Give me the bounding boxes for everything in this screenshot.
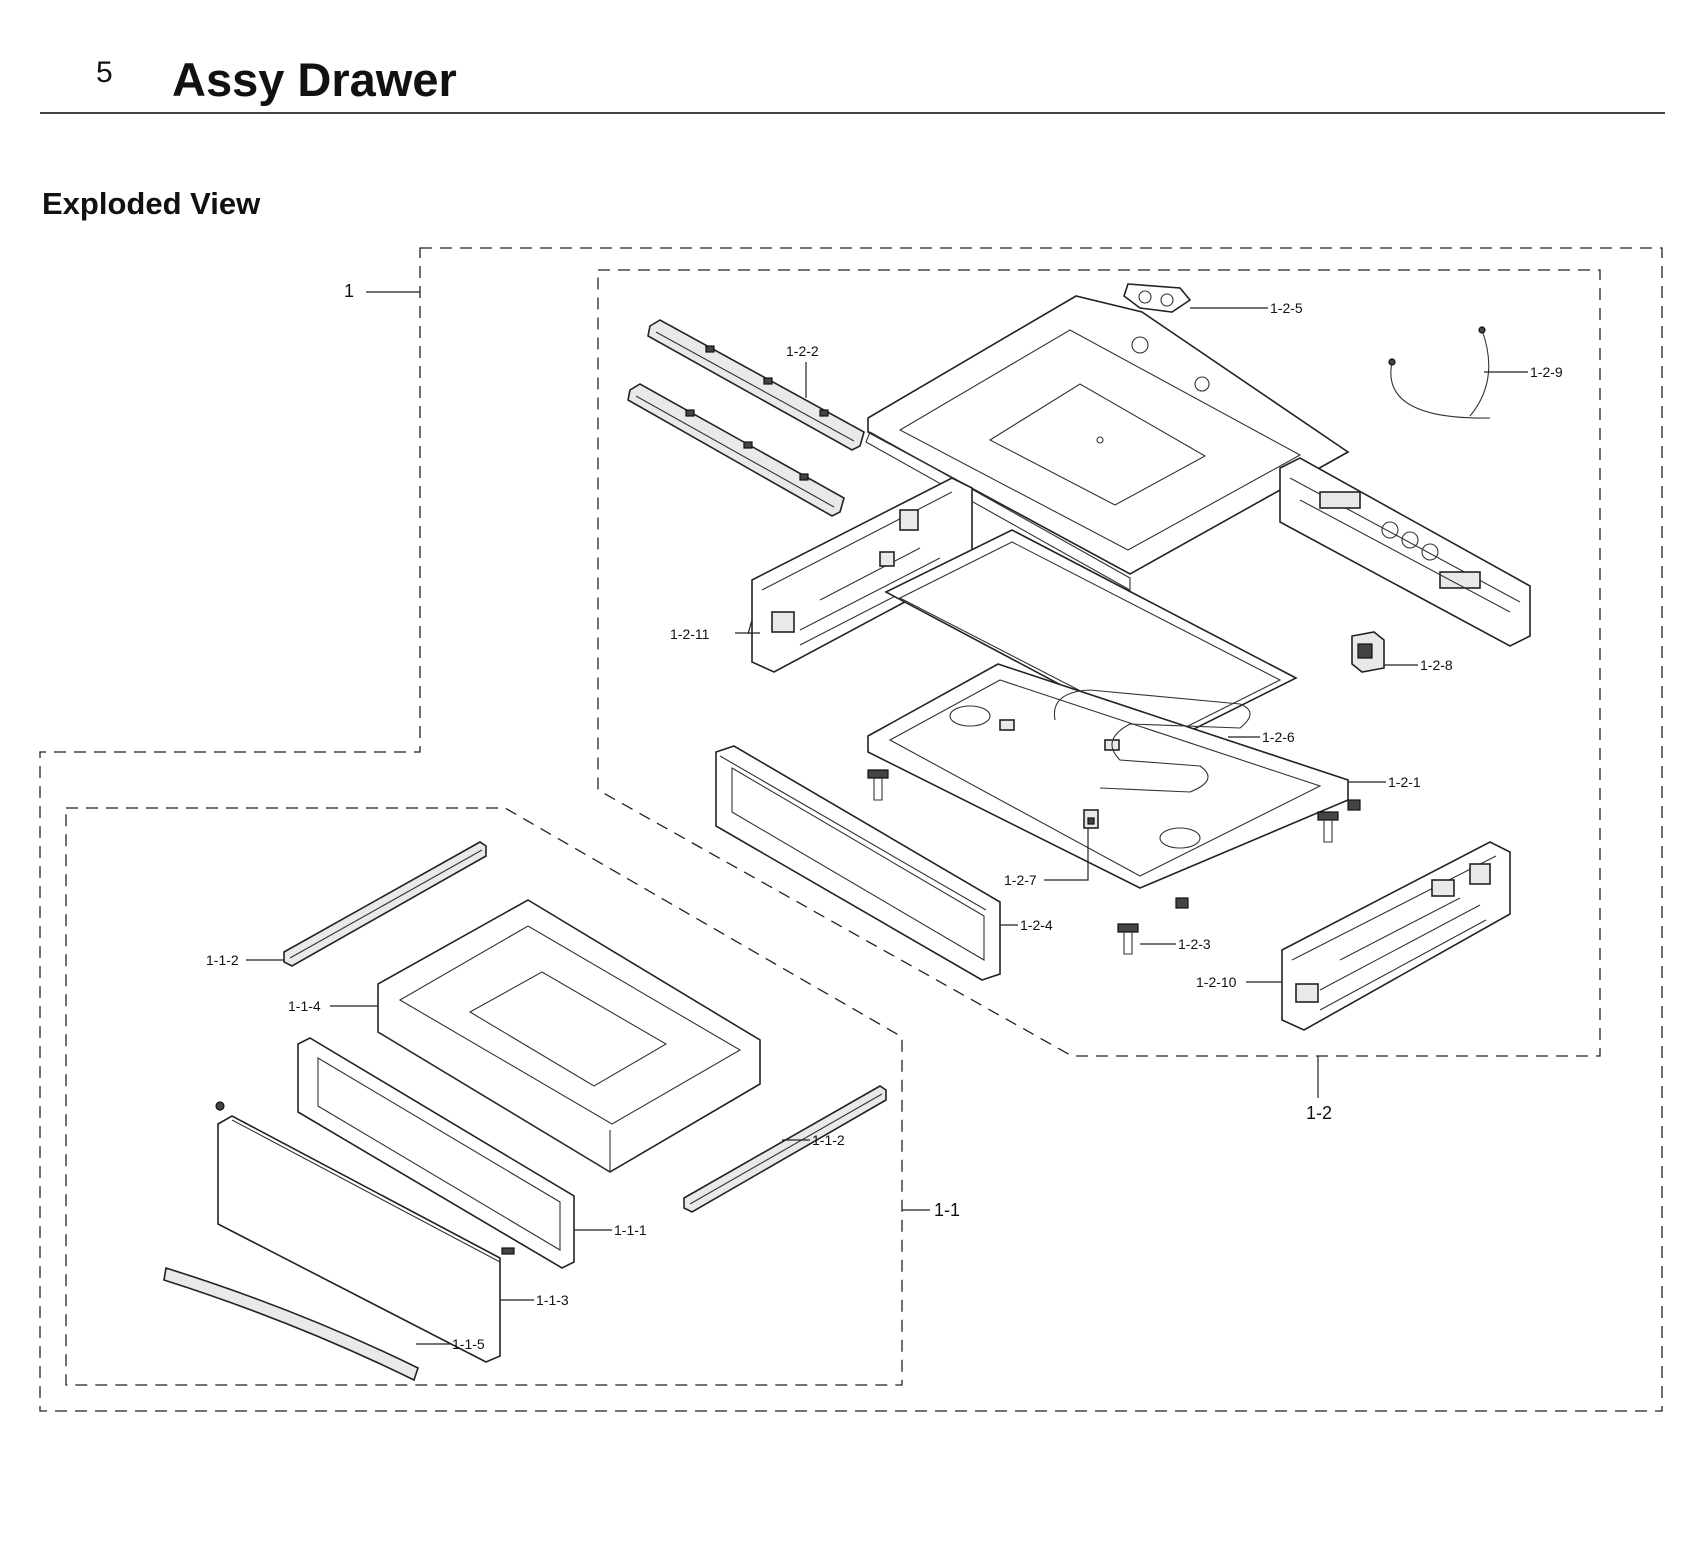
callout-1-2-8: 1-2-8: [1420, 657, 1453, 673]
callout-1-2: 1-2: [1306, 1103, 1333, 1123]
callout-1-1-2-upper: 1-1-2: [206, 952, 239, 968]
part-drawer-rails: [283, 841, 887, 1213]
part-front-frame: [715, 745, 1001, 981]
part-lower-side-panel: [1281, 841, 1511, 1031]
callout-1-2-3: 1-2-3: [1178, 936, 1211, 952]
callout-1-1-3: 1-1-3: [536, 1292, 569, 1308]
part-left-side-panel: [751, 477, 973, 673]
callout-1-2-1: 1-2-1: [1388, 774, 1421, 790]
part-upper-rails: [627, 319, 865, 517]
section-title: Assy Drawer: [172, 53, 457, 106]
part-heater-element: [1053, 689, 1251, 793]
part-clip: [1083, 809, 1099, 829]
title-divider: [40, 112, 1665, 114]
part-gasket: [1123, 283, 1192, 313]
callout-1-2-9: 1-2-9: [1530, 364, 1563, 380]
callout-1-2-11: 1-2-11: [670, 626, 710, 642]
callout-1-2-4: 1-2-4: [1020, 917, 1053, 933]
exploded-view-heading: Exploded View: [42, 186, 261, 221]
group-boundary-1-1: [65, 807, 903, 1386]
part-rear-panel: [1279, 457, 1531, 647]
callout-1: 1: [344, 281, 355, 301]
section-number: 5: [96, 56, 113, 89]
callout-1-1-1: 1-1-1: [614, 1222, 647, 1238]
callout-1-2-10: 1-2-10: [1196, 974, 1237, 990]
callout-1-1-2-lower: 1-1-2: [812, 1132, 845, 1148]
part-screws: [867, 769, 1361, 955]
group-boundary-1-2: [597, 269, 1601, 1057]
leader-lines: [246, 291, 1528, 1345]
part-bracket: [1351, 631, 1385, 673]
group-boundary-1: [39, 247, 1663, 1412]
part-inner-door-frame: [297, 1037, 575, 1269]
callout-1-1-4: 1-1-4: [288, 998, 321, 1014]
part-top-plate: [865, 295, 1350, 591]
part-wire-harness: [1388, 326, 1491, 419]
callout-1-2-2: 1-2-2: [786, 343, 819, 359]
callout-1-2-7: 1-2-7: [1004, 872, 1037, 888]
callout-1-2-5: 1-2-5: [1270, 300, 1303, 316]
callout-1-1-5: 1-1-5: [452, 1336, 485, 1352]
part-drawer-box: [377, 899, 761, 1173]
part-drawer-handle: [163, 1266, 419, 1382]
callout-1-1: 1-1: [934, 1200, 961, 1220]
part-drawer-front: [215, 1101, 515, 1363]
callout-1-2-6: 1-2-6: [1262, 729, 1295, 745]
